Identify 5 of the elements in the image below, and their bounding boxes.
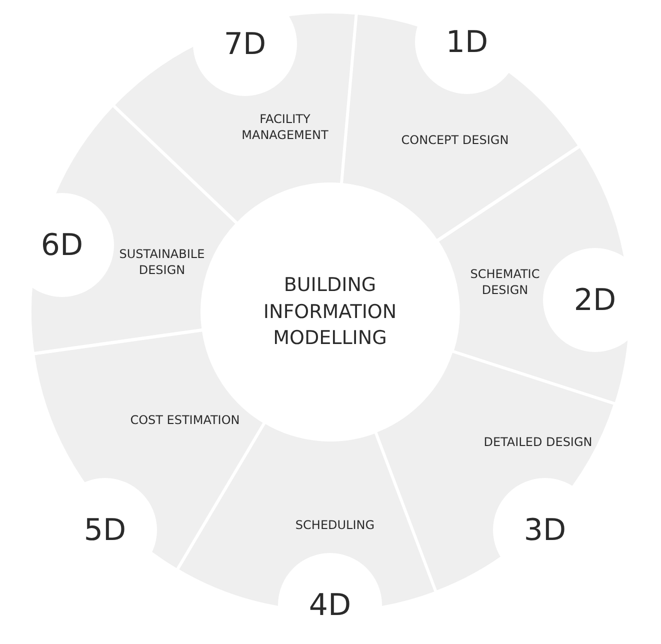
segment-label: FACILITY MANAGEMENT xyxy=(240,110,330,144)
segment-label: DETAILED DESIGN xyxy=(482,434,593,450)
segment-label: SCHEDULING xyxy=(294,516,376,534)
segment-label: SCHEMATIC DESIGN xyxy=(469,266,541,298)
segment-label: CONCEPT DESIGN xyxy=(400,132,510,148)
